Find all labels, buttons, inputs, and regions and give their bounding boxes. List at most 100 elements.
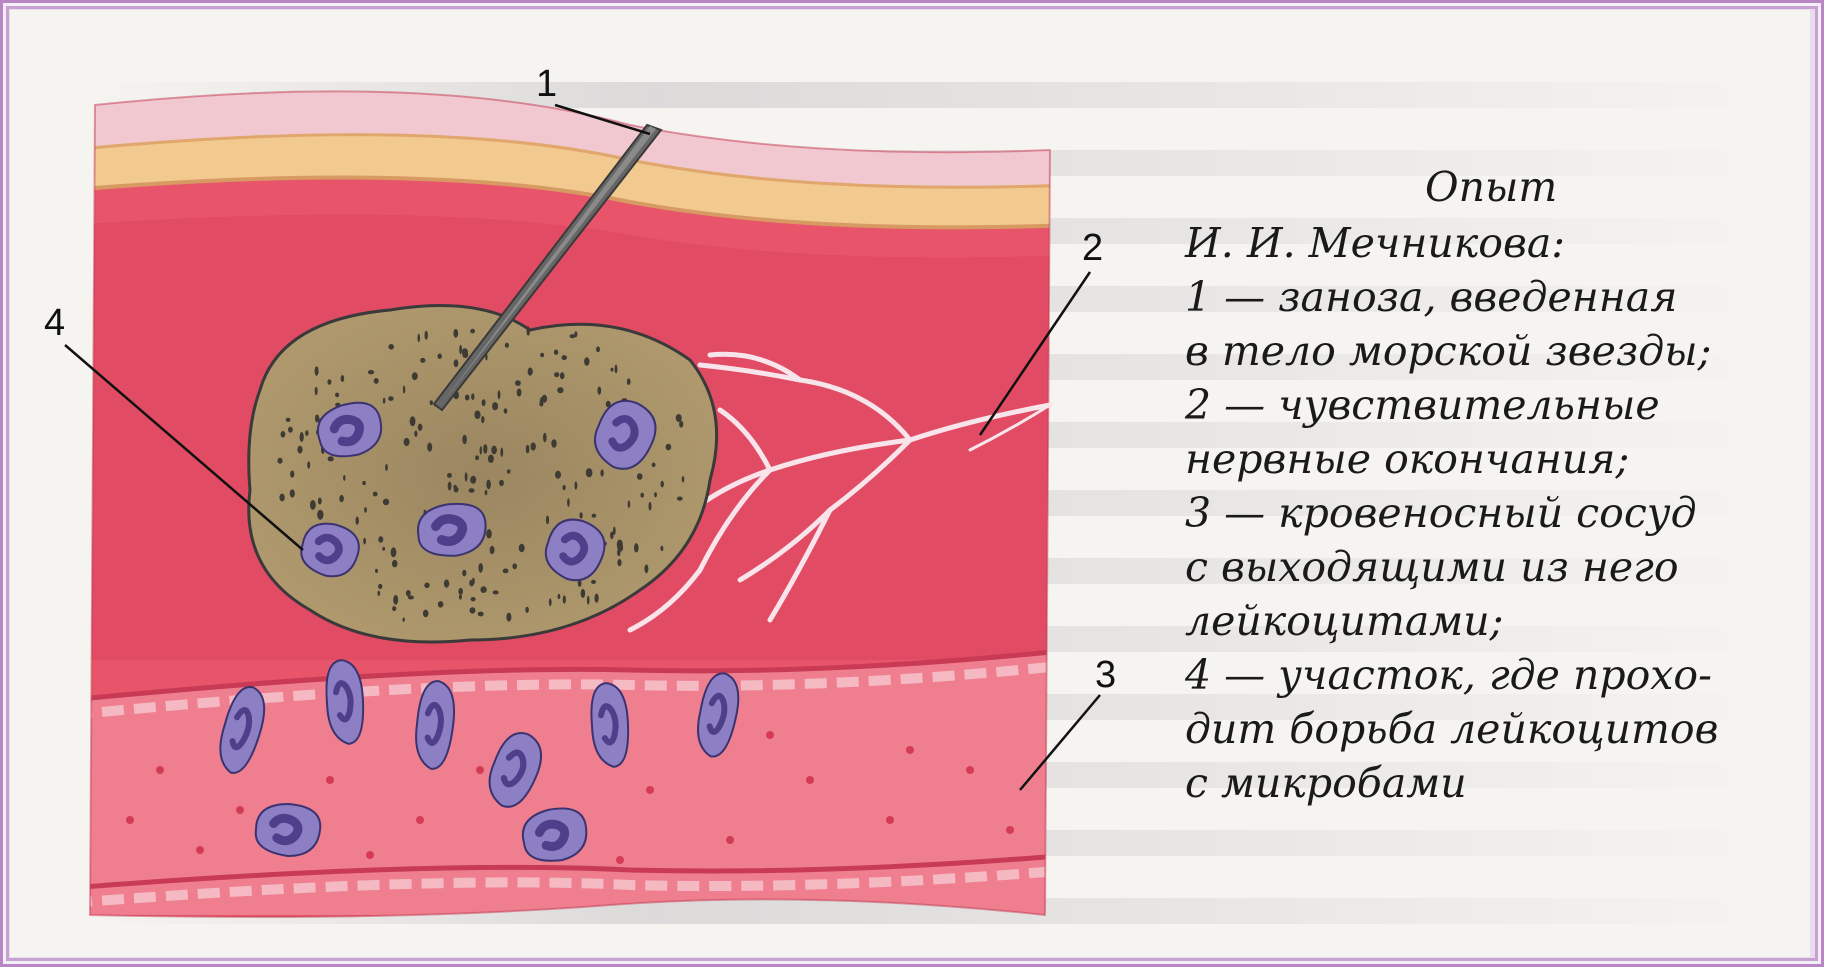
microbe-speck: [525, 607, 529, 613]
microbe-speck: [474, 410, 480, 419]
microbe-speck: [281, 431, 286, 438]
microbe-speck: [676, 414, 682, 422]
callout-number-4: 4: [44, 302, 65, 344]
microbe-speck: [507, 469, 511, 473]
microbe-speck: [414, 431, 417, 437]
microbe-speck: [481, 416, 484, 423]
microbe-speck: [575, 481, 578, 490]
microbe-speck: [592, 514, 597, 518]
microbe-speck: [471, 597, 476, 601]
microbe-speck: [383, 398, 386, 404]
microbe-speck: [595, 594, 599, 603]
microbe-speck: [382, 547, 385, 551]
legend-item-1-line-1: 1 — заноза, введенная: [1185, 270, 1795, 324]
legend-item-2-line-2: нервные окончания;: [1185, 432, 1795, 486]
microbe-speck: [290, 471, 294, 478]
microbe-speck: [448, 482, 452, 491]
caption-title: Опыт: [1185, 160, 1795, 214]
microbe-speck: [459, 345, 462, 355]
microbe-speck: [560, 372, 565, 379]
microbe-speck: [383, 499, 389, 506]
blood-vessel: [70, 650, 1070, 915]
microbe-speck: [579, 512, 582, 518]
microbe-speck: [447, 473, 452, 478]
microbe-speck: [555, 471, 561, 479]
microbe-speck: [493, 590, 499, 594]
microbe-speck: [562, 355, 567, 360]
microbe-speck: [418, 424, 423, 431]
microbe-speck: [297, 446, 302, 454]
microbe-speck: [300, 432, 304, 442]
microbe-speck: [339, 495, 344, 502]
microbe-speck: [498, 390, 501, 399]
microbe-speck: [499, 480, 504, 486]
microbe-speck: [425, 331, 428, 340]
microbe-speck: [465, 395, 470, 401]
microbe-speck: [403, 618, 405, 622]
microbe-speck: [408, 596, 414, 600]
microbe-speck: [563, 595, 566, 604]
callout-number-1: 1: [536, 63, 557, 105]
microbe-speck: [374, 378, 379, 384]
microbe-speck: [539, 401, 543, 406]
microbe-speck: [424, 583, 429, 589]
microbe-speck: [315, 366, 319, 376]
microbe-speck: [482, 399, 486, 406]
microbe-speck: [385, 464, 388, 471]
microbe-speck: [517, 389, 522, 397]
microbe-speck: [519, 544, 525, 552]
microbe-speck: [512, 563, 517, 569]
microbe-speck: [483, 444, 487, 454]
microbe-speck: [567, 498, 570, 507]
microbe-speck: [290, 489, 295, 497]
microbe-speck: [488, 455, 494, 463]
microbe-speck: [480, 586, 486, 593]
microbe-speck: [628, 500, 631, 508]
callout-number-2: 2: [1082, 227, 1103, 269]
microbe-speck: [375, 569, 378, 573]
microbe-speck: [682, 476, 685, 482]
microbe-speck: [328, 456, 334, 461]
microbe-speck: [504, 408, 508, 413]
microbe-speck: [542, 395, 547, 403]
microbe-speck: [661, 481, 664, 488]
microbe-speck: [491, 446, 497, 455]
microbe-speck: [617, 540, 623, 550]
microbe-speck: [490, 546, 495, 555]
legend-item-3-line-1: 3 — кровеносный сосуд: [1185, 486, 1795, 540]
microbe-speck: [652, 463, 656, 468]
microbe-speck: [549, 598, 552, 606]
microbe-speck: [543, 433, 547, 443]
microbe-speck: [546, 516, 549, 525]
figure-caption: Опыт И. И. Мечникова: 1 — заноза, введен…: [1185, 160, 1795, 810]
microbe-speck: [392, 560, 398, 567]
microbe-speck: [404, 438, 410, 446]
microbe-speck: [310, 500, 316, 510]
microbe-speck: [444, 580, 449, 588]
microbe-speck: [615, 364, 618, 373]
microbe-speck: [472, 578, 475, 585]
microbe-speck: [480, 446, 482, 455]
microbe-speck: [277, 458, 282, 464]
microbe-speck: [528, 368, 533, 376]
microbe-speck: [554, 372, 559, 377]
microbe-speck: [677, 497, 683, 501]
microbe-speck: [305, 430, 308, 436]
microbe-speck: [438, 354, 442, 359]
microbe-speck: [505, 343, 509, 348]
legend-item-4-line-2: дит борьба лейкоцитов: [1185, 702, 1795, 756]
microbe-speck: [315, 387, 318, 395]
microbe-speck: [427, 443, 432, 452]
microbe-speck: [613, 527, 616, 535]
microbe-speck: [478, 612, 484, 617]
microbe-speck: [617, 559, 621, 566]
microbe-speck: [617, 549, 620, 556]
legend-item-3-line-2: с выходящими из него: [1185, 540, 1795, 594]
microbe-speck: [660, 546, 663, 551]
microbe-speck: [343, 475, 345, 481]
microbe-speck: [540, 353, 544, 358]
microbe-speck: [557, 387, 563, 393]
microbe-speck: [640, 493, 644, 498]
microbe-speck: [558, 594, 561, 599]
microbe-speck: [378, 584, 382, 589]
